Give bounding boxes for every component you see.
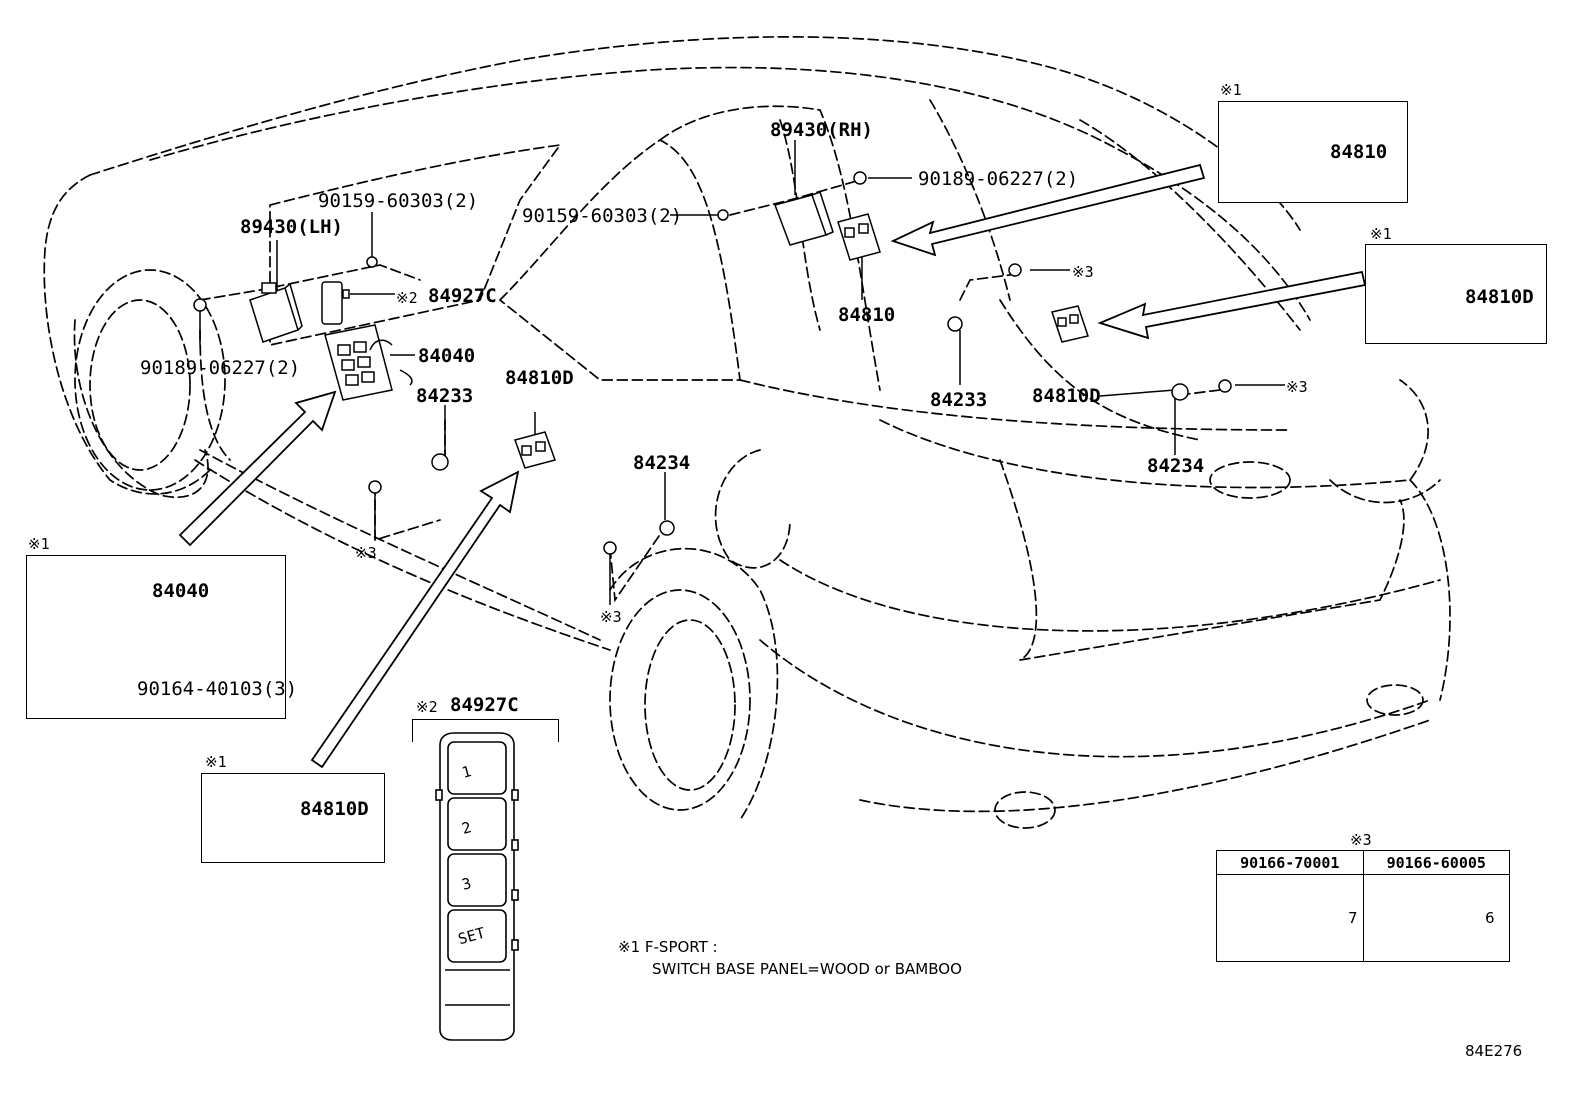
box-84810d-left-part: 84810D bbox=[300, 798, 369, 820]
screw-84234-left bbox=[603, 541, 617, 555]
screw-rf bbox=[1008, 263, 1022, 277]
window-rear bbox=[498, 139, 741, 381]
door-lower bbox=[199, 329, 231, 461]
label-clip-rh: 90189-06227(2) bbox=[918, 168, 1079, 190]
box-84810d-left-mark: ※1 bbox=[205, 753, 227, 771]
box-84927c-mark: ※2 bbox=[416, 698, 438, 716]
clip-table-left-part: 90166-70001 bbox=[1216, 850, 1364, 875]
clip-table-right-part: 90166-60005 bbox=[1362, 850, 1510, 875]
c-pillar bbox=[659, 105, 881, 391]
label-relay-lh: 89430(LH) bbox=[240, 216, 343, 238]
inset-box-84040 bbox=[26, 555, 286, 719]
rear-emblem bbox=[1209, 461, 1291, 499]
clip-lh bbox=[193, 298, 207, 312]
lamp-84234-rr bbox=[1171, 383, 1189, 401]
lamp-rf-line bbox=[959, 274, 1011, 301]
label-memory-switch: 84927C bbox=[428, 285, 497, 307]
label-mark3-a: ※3 bbox=[355, 544, 377, 562]
relay-rh bbox=[774, 191, 834, 246]
label-lamp-lf: 84233 bbox=[416, 385, 474, 407]
trunk-opening bbox=[999, 459, 1405, 661]
clip-left-dim: 7 bbox=[1348, 909, 1358, 927]
window-front bbox=[269, 143, 562, 347]
label-switch-front-right: 84810 bbox=[838, 304, 896, 326]
inset-box-84810d-right bbox=[1365, 244, 1547, 344]
diagram-code: 84E276 bbox=[1465, 1042, 1523, 1060]
label-clip-lh: 90189-06227(2) bbox=[140, 357, 301, 379]
seat-outline-3 bbox=[999, 299, 1201, 441]
exhaust-right bbox=[1366, 684, 1424, 716]
inset-box-84810 bbox=[1218, 101, 1408, 203]
box-84810d-right-part: 84810D bbox=[1465, 286, 1534, 308]
lamp-84233-lf bbox=[431, 453, 449, 471]
roof-outline bbox=[89, 36, 1301, 231]
arrow-to-84810 bbox=[890, 163, 1206, 257]
relay-lh-line bbox=[199, 264, 421, 301]
lamp-rear-line bbox=[609, 519, 671, 603]
front-wheel-inner bbox=[89, 299, 191, 471]
lamp-84234-left bbox=[659, 520, 675, 536]
screw-lh bbox=[366, 256, 378, 268]
lamp-lf-line bbox=[374, 484, 441, 542]
taillight-line bbox=[1329, 479, 1441, 504]
rear-wheel bbox=[609, 589, 751, 811]
label-mark2-small: ※2 bbox=[396, 289, 418, 307]
rear-bumper-top bbox=[779, 559, 1441, 632]
box-84927c-part: 84927C bbox=[450, 694, 519, 716]
front-wheel-arch bbox=[73, 319, 209, 499]
clip-table-mark: ※3 bbox=[1350, 831, 1372, 849]
label-mark3-d: ※3 bbox=[1286, 378, 1308, 396]
box-84040-part: 84040 bbox=[152, 580, 210, 602]
clip-rh bbox=[853, 171, 867, 185]
clip-table: 90166-70001 90166-60005 bbox=[1216, 850, 1510, 962]
arrow-to-84810d-left bbox=[310, 470, 520, 769]
switch-84810-small bbox=[837, 213, 881, 261]
trunk-edge bbox=[879, 379, 1429, 489]
footnote-line2: SWITCH BASE PANEL=WOOD or BAMBOO bbox=[652, 960, 962, 978]
label-screw-lh: 90159-60303(2) bbox=[318, 190, 479, 212]
label-master-switch: 84040 bbox=[418, 345, 476, 367]
footnote-line1: ※1 F-SPORT : bbox=[618, 938, 718, 956]
rear-fascia bbox=[1409, 479, 1451, 701]
label-lamp-rf: 84233 bbox=[930, 389, 988, 411]
sill-line bbox=[194, 459, 611, 651]
label-switch-rear-left: 84810D bbox=[505, 367, 574, 389]
arrow-to-84040 bbox=[178, 390, 337, 547]
box-84810d-right-mark: ※1 bbox=[1370, 225, 1392, 243]
switch-84810d-small-left bbox=[514, 431, 556, 469]
rear-wheel-inner bbox=[644, 619, 736, 791]
label-lamp-rear-left: 84234 bbox=[633, 452, 691, 474]
seat-outline-1 bbox=[779, 119, 821, 331]
label-relay-rh: 89430(RH) bbox=[770, 119, 873, 141]
switch-84810d-small-right bbox=[1051, 305, 1089, 343]
screw-rh bbox=[717, 209, 729, 221]
arrow-to-84810d-right bbox=[1097, 270, 1367, 340]
front-wheel bbox=[74, 269, 226, 491]
rear-wheel-arch bbox=[609, 547, 779, 821]
box-84810-mark: ※1 bbox=[1220, 81, 1242, 99]
memory-switch-small bbox=[321, 281, 343, 325]
box-84040-screw: 90164-40103(3) bbox=[137, 678, 298, 700]
box-84040-mark: ※1 bbox=[28, 535, 50, 553]
label-mark3-b: ※3 bbox=[600, 608, 622, 626]
box-84810-part: 84810 bbox=[1330, 141, 1388, 163]
clip-right-dim: 6 bbox=[1485, 909, 1495, 927]
bumper-lower bbox=[859, 719, 1431, 813]
front-fender bbox=[43, 174, 211, 495]
label-mark3-c: ※3 bbox=[1072, 263, 1094, 281]
relay-rh-line bbox=[729, 179, 861, 216]
screw-rr bbox=[1218, 379, 1232, 393]
screw-84233-lf bbox=[368, 480, 382, 494]
inset-box-84810d-left bbox=[201, 773, 385, 863]
label-screw-rh: 90159-60303(2) bbox=[522, 205, 683, 227]
lamp-84233-rf bbox=[947, 316, 963, 332]
seat-outline-2 bbox=[929, 99, 1011, 301]
fuel-lid bbox=[714, 449, 791, 569]
label-switch-rear-right: 84810D bbox=[1032, 385, 1101, 407]
rear-bumper-bottom bbox=[759, 639, 1431, 758]
exhaust-left bbox=[994, 791, 1056, 829]
label-lamp-rr: 84234 bbox=[1147, 455, 1205, 477]
deck-line bbox=[739, 379, 1291, 431]
box-84927c-bracket bbox=[412, 719, 559, 742]
